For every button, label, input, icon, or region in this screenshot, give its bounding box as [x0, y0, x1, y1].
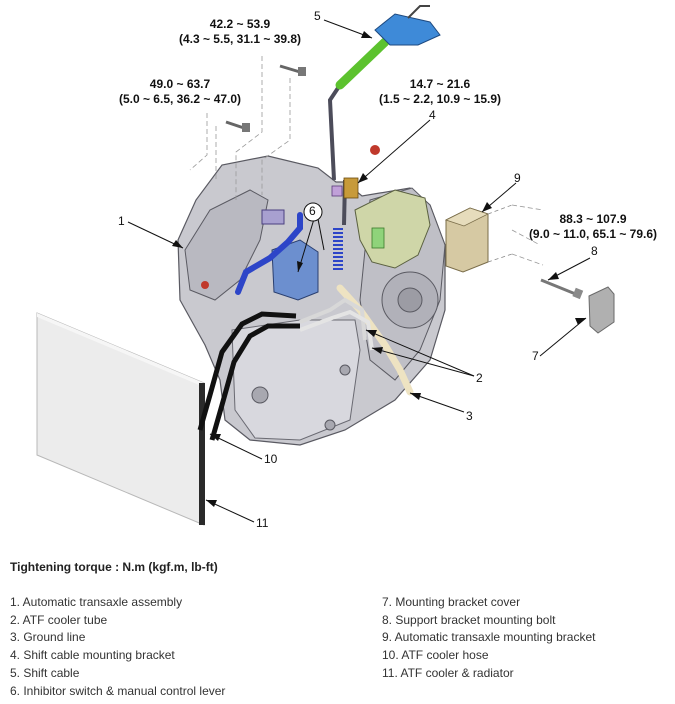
- callout-6-circle: [303, 202, 323, 222]
- callout-11: 11: [256, 516, 269, 530]
- mounting-bracket-cover: [588, 286, 615, 334]
- callout-10: 10: [264, 452, 278, 466]
- shift-cable-bracket: [331, 177, 359, 199]
- torque-spec-a-value: 42.2 ~ 53.9: [209, 17, 271, 31]
- torque-spec-b-value: 49.0 ~ 63.7: [149, 77, 211, 91]
- callout-7: 7: [532, 349, 539, 363]
- legend-item: 11. ATF cooler & radiator: [382, 665, 514, 680]
- shift-cable: [327, 5, 441, 270]
- transaxle-diagram: [36, 5, 615, 526]
- torque-spec-a: 42.2 ~ 53.9 (4.3 ~ 5.5, 31.1 ~ 39.8): [160, 17, 320, 47]
- legend-item: 8. Support bracket mounting bolt: [382, 612, 556, 627]
- transaxle-mounting-bracket: [444, 204, 513, 273]
- legend-left-column: 1. Automatic transaxle assembly 2. ATF c…: [10, 594, 225, 700]
- atf-cooler-tube-blue: [235, 212, 303, 295]
- torque-guide-lines: [189, 56, 544, 266]
- torque-spec-c: 14.7 ~ 21.6 (1.5 ~ 2.2, 10.9 ~ 15.9): [360, 77, 520, 107]
- support-bracket-bolt: [540, 278, 584, 300]
- torque-spec-d: 88.3 ~ 107.9 (9.0 ~ 11.0, 65.1 ~ 79.6): [513, 212, 673, 242]
- callout-9: 9: [514, 171, 521, 185]
- radiator: [36, 312, 205, 526]
- torque-spec-a-alt: (4.3 ~ 5.5, 31.1 ~ 39.8): [178, 32, 302, 46]
- mounting-bracket-green: [354, 189, 431, 269]
- torque-spec-d-alt: (9.0 ~ 11.0, 65.1 ~ 79.6): [528, 227, 658, 241]
- callout-3: 3: [466, 409, 473, 423]
- legend-item: 9. Automatic transaxle mounting bracket: [382, 630, 596, 645]
- legend-title: Tightening torque : N.m (kgf.m, lb-ft): [10, 560, 218, 574]
- callout-5: 5: [314, 9, 321, 23]
- callout-1: 1: [118, 214, 125, 228]
- torque-spec-b-alt: (5.0 ~ 6.5, 36.2 ~ 47.0): [118, 92, 242, 106]
- torque-spec-c-value: 14.7 ~ 21.6: [409, 77, 471, 91]
- callout-8: 8: [591, 244, 598, 258]
- callout-4: 4: [429, 108, 436, 122]
- legend-item: 3. Ground line: [10, 630, 86, 645]
- legend-right-column: 7. Mounting bracket cover 8. Support bra…: [382, 594, 595, 683]
- inhibitor-switch: [261, 209, 319, 301]
- legend-item: 1. Automatic transaxle assembly: [10, 595, 183, 609]
- callout-6: 6: [309, 204, 316, 218]
- leader-arrowheads: [172, 31, 586, 507]
- bolt-left: [225, 120, 250, 132]
- legend-item: 2. ATF cooler tube: [10, 612, 108, 627]
- bolt-upper: [279, 64, 306, 76]
- legend-item: 5. Shift cable: [10, 665, 80, 680]
- legend-item: 6. Inhibitor switch & manual control lev…: [10, 683, 226, 698]
- legend-item: 7. Mounting bracket cover: [382, 595, 521, 609]
- atf-cooler-hoses: [197, 311, 300, 441]
- legend-item: 10. ATF cooler hose: [382, 648, 489, 663]
- torque-spec-b: 49.0 ~ 63.7 (5.0 ~ 6.5, 36.2 ~ 47.0): [100, 77, 260, 107]
- legend-item: 4. Shift cable mounting bracket: [10, 648, 175, 663]
- torque-spec-d-value: 88.3 ~ 107.9: [559, 212, 627, 226]
- callout-2: 2: [476, 371, 483, 385]
- torque-spec-c-alt: (1.5 ~ 2.2, 10.9 ~ 15.9): [378, 92, 502, 106]
